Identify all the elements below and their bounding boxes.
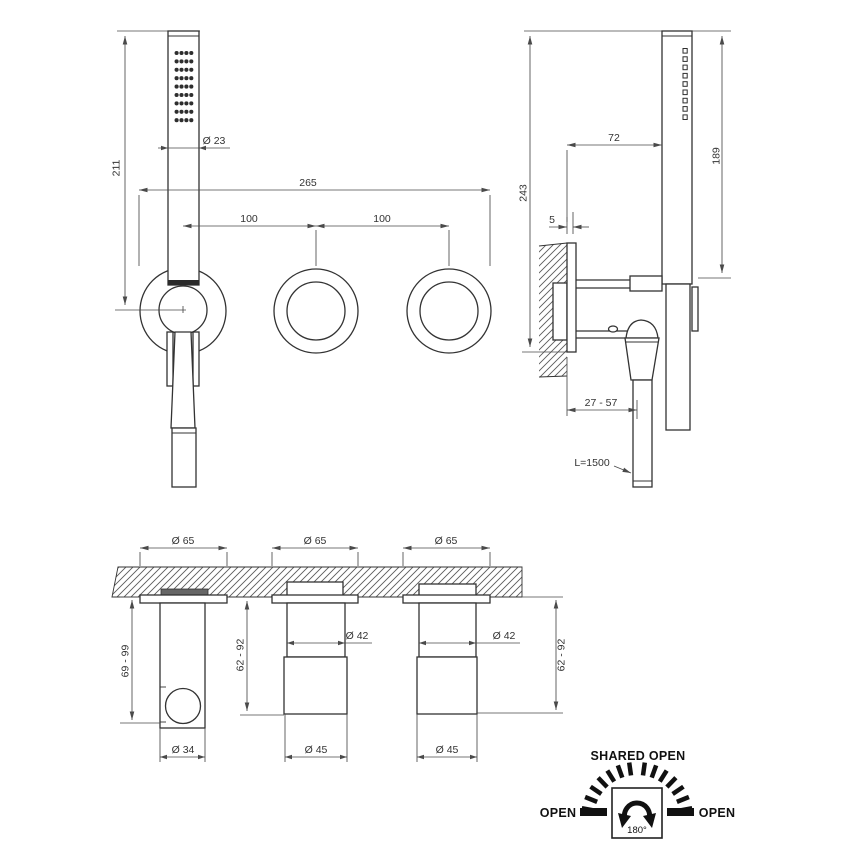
valve-symbol-box	[611, 787, 663, 839]
dim-label-o45-center: Ø 45	[305, 744, 328, 756]
dim-plate-thickness: 5	[549, 212, 589, 234]
dim-holder-depth: 69 - 99	[120, 596, 160, 724]
shared-open-label: SHARED OPEN	[591, 749, 686, 763]
dim-label-62-92-right: 62 - 92	[556, 639, 568, 672]
holder-clip-right	[192, 331, 200, 387]
dim-valve-center-depth: 62 - 92	[235, 601, 284, 716]
handle-position-right-bar	[667, 808, 694, 816]
dim-flanges: Ø 65 Ø 65 Ø 65	[139, 535, 491, 566]
dim-label-100-right: 100	[373, 213, 391, 225]
dim-label-27-57: 27 - 57	[585, 397, 618, 409]
dim-label-o65-right: Ø 65	[435, 535, 458, 547]
outlet-screw	[607, 325, 619, 333]
dim-label-5: 5	[549, 214, 555, 226]
rotation-arrow-head-left	[618, 813, 631, 828]
dim-label-o65-center: Ø 65	[304, 535, 327, 547]
handle-position-left-bar	[580, 808, 607, 816]
in-wall-housing	[552, 282, 568, 341]
dim-valve-center-stem: Ø 42	[287, 630, 372, 646]
open-right-label: OPEN	[699, 806, 736, 820]
rotation-arrow-head-right	[643, 813, 656, 828]
valve-center-stem	[286, 602, 346, 658]
dim-label-o34: Ø 34	[172, 744, 195, 756]
dim-label-211: 211	[111, 159, 123, 176]
wall-plate	[566, 242, 577, 353]
dim-handshower-length: 189	[698, 36, 731, 279]
dim-overall-width: 265	[138, 177, 491, 266]
hose-front	[171, 427, 197, 488]
spray-nozzles-side	[682, 48, 688, 121]
dim-label-100-left: 100	[240, 213, 258, 225]
dim-label-o65-left: Ø 65	[172, 535, 195, 547]
holder-hook	[691, 286, 699, 332]
dim-holder-outlet: Ø 34	[160, 744, 205, 760]
rotation-indicator: SHARED OPEN OPEN OPEN 180°	[540, 749, 736, 839]
hand-shower-head	[167, 30, 200, 286]
dim-valve-center-body: Ø 45	[285, 744, 347, 760]
dim-label-o42-right: Ø 42	[493, 630, 516, 642]
hand-shower-grip	[170, 331, 196, 429]
angle-label: 180°	[627, 825, 647, 836]
dim-spacing: 100 100	[183, 213, 450, 266]
dim-label-243: 243	[518, 184, 530, 202]
hose-side	[632, 379, 653, 488]
knob-right-inner	[419, 281, 479, 341]
dim-valve-right-stem: Ø 42	[419, 630, 520, 646]
spray-nozzles-front	[174, 50, 194, 123]
dim-front-height: 211	[111, 36, 186, 313]
holder-bracket	[629, 275, 663, 292]
dim-label-189: 189	[711, 147, 723, 165]
valve-right-body	[416, 656, 478, 715]
section-views: Ø 65 Ø 65 Ø 65 69 - 99 Ø 34	[111, 535, 568, 762]
valve-center-body	[283, 656, 348, 715]
dim-label-o42-center: Ø 42	[346, 630, 369, 642]
dim-label-265: 265	[299, 177, 317, 189]
holder-flange	[139, 594, 228, 604]
dim-valve-right-body: Ø 45	[417, 744, 477, 760]
hand-shower-collar	[168, 280, 199, 285]
open-left-label: OPEN	[540, 806, 577, 820]
dim-wall-depth-range: 27 - 57	[566, 357, 638, 419]
dim-label-o45-right: Ø 45	[436, 744, 459, 756]
holder-ring-section	[164, 687, 202, 725]
rotation-arrow-arc	[622, 800, 652, 820]
valve-right-stem	[418, 602, 477, 658]
dim-label-72: 72	[608, 132, 620, 144]
dim-label-l1500: L=1500	[574, 457, 609, 469]
dim-wall-to-shower: 72	[566, 132, 662, 222]
side-view: 243 72 189 5 27 - 57	[518, 30, 731, 488]
dim-side-height: 243	[518, 36, 567, 353]
valve-right-flange	[402, 594, 491, 604]
hose-length-label: L=1500	[574, 457, 632, 474]
outlet-dome	[625, 319, 659, 339]
holder-clip-left	[166, 331, 174, 387]
front-view: 211 Ø 23 265 100 100	[111, 30, 492, 488]
valve-center-flange	[271, 594, 359, 604]
dim-label-o23: Ø 23	[203, 135, 226, 147]
knob-center-inner	[286, 281, 346, 341]
hand-shower-grip-side	[665, 283, 691, 431]
holder-anchor	[160, 588, 209, 596]
dim-valve-right-depth: 62 - 92	[477, 600, 568, 714]
dim-handle-diameter: Ø 23	[158, 135, 230, 151]
dim-label-62-92-center: 62 - 92	[235, 639, 247, 672]
dim-label-69-99: 69 - 99	[120, 645, 132, 678]
